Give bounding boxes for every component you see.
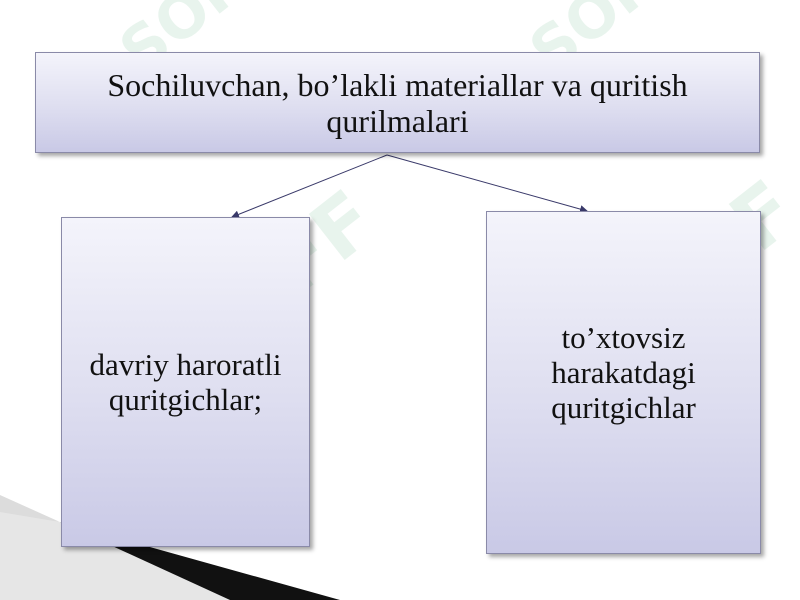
arrow-to-right-box [386,154,588,213]
right-box-text: to’xtovsiz harakatdagi quritgichlar [551,320,696,425]
left-box: davriy haroratli quritgichlar; [61,217,310,547]
bottom-swoosh-edge [0,495,60,522]
title-box: Sochiluvchan, bo’lakli materiallar va qu… [35,52,760,153]
title-text: Sochiluvchan, bo’lakli materiallar va qu… [107,66,688,139]
right-box: to’xtovsiz harakatdagi quritgichlar [486,211,761,554]
arrow-to-left-box [231,154,388,219]
left-box-text: davriy haroratli quritgichlar; [89,347,282,417]
